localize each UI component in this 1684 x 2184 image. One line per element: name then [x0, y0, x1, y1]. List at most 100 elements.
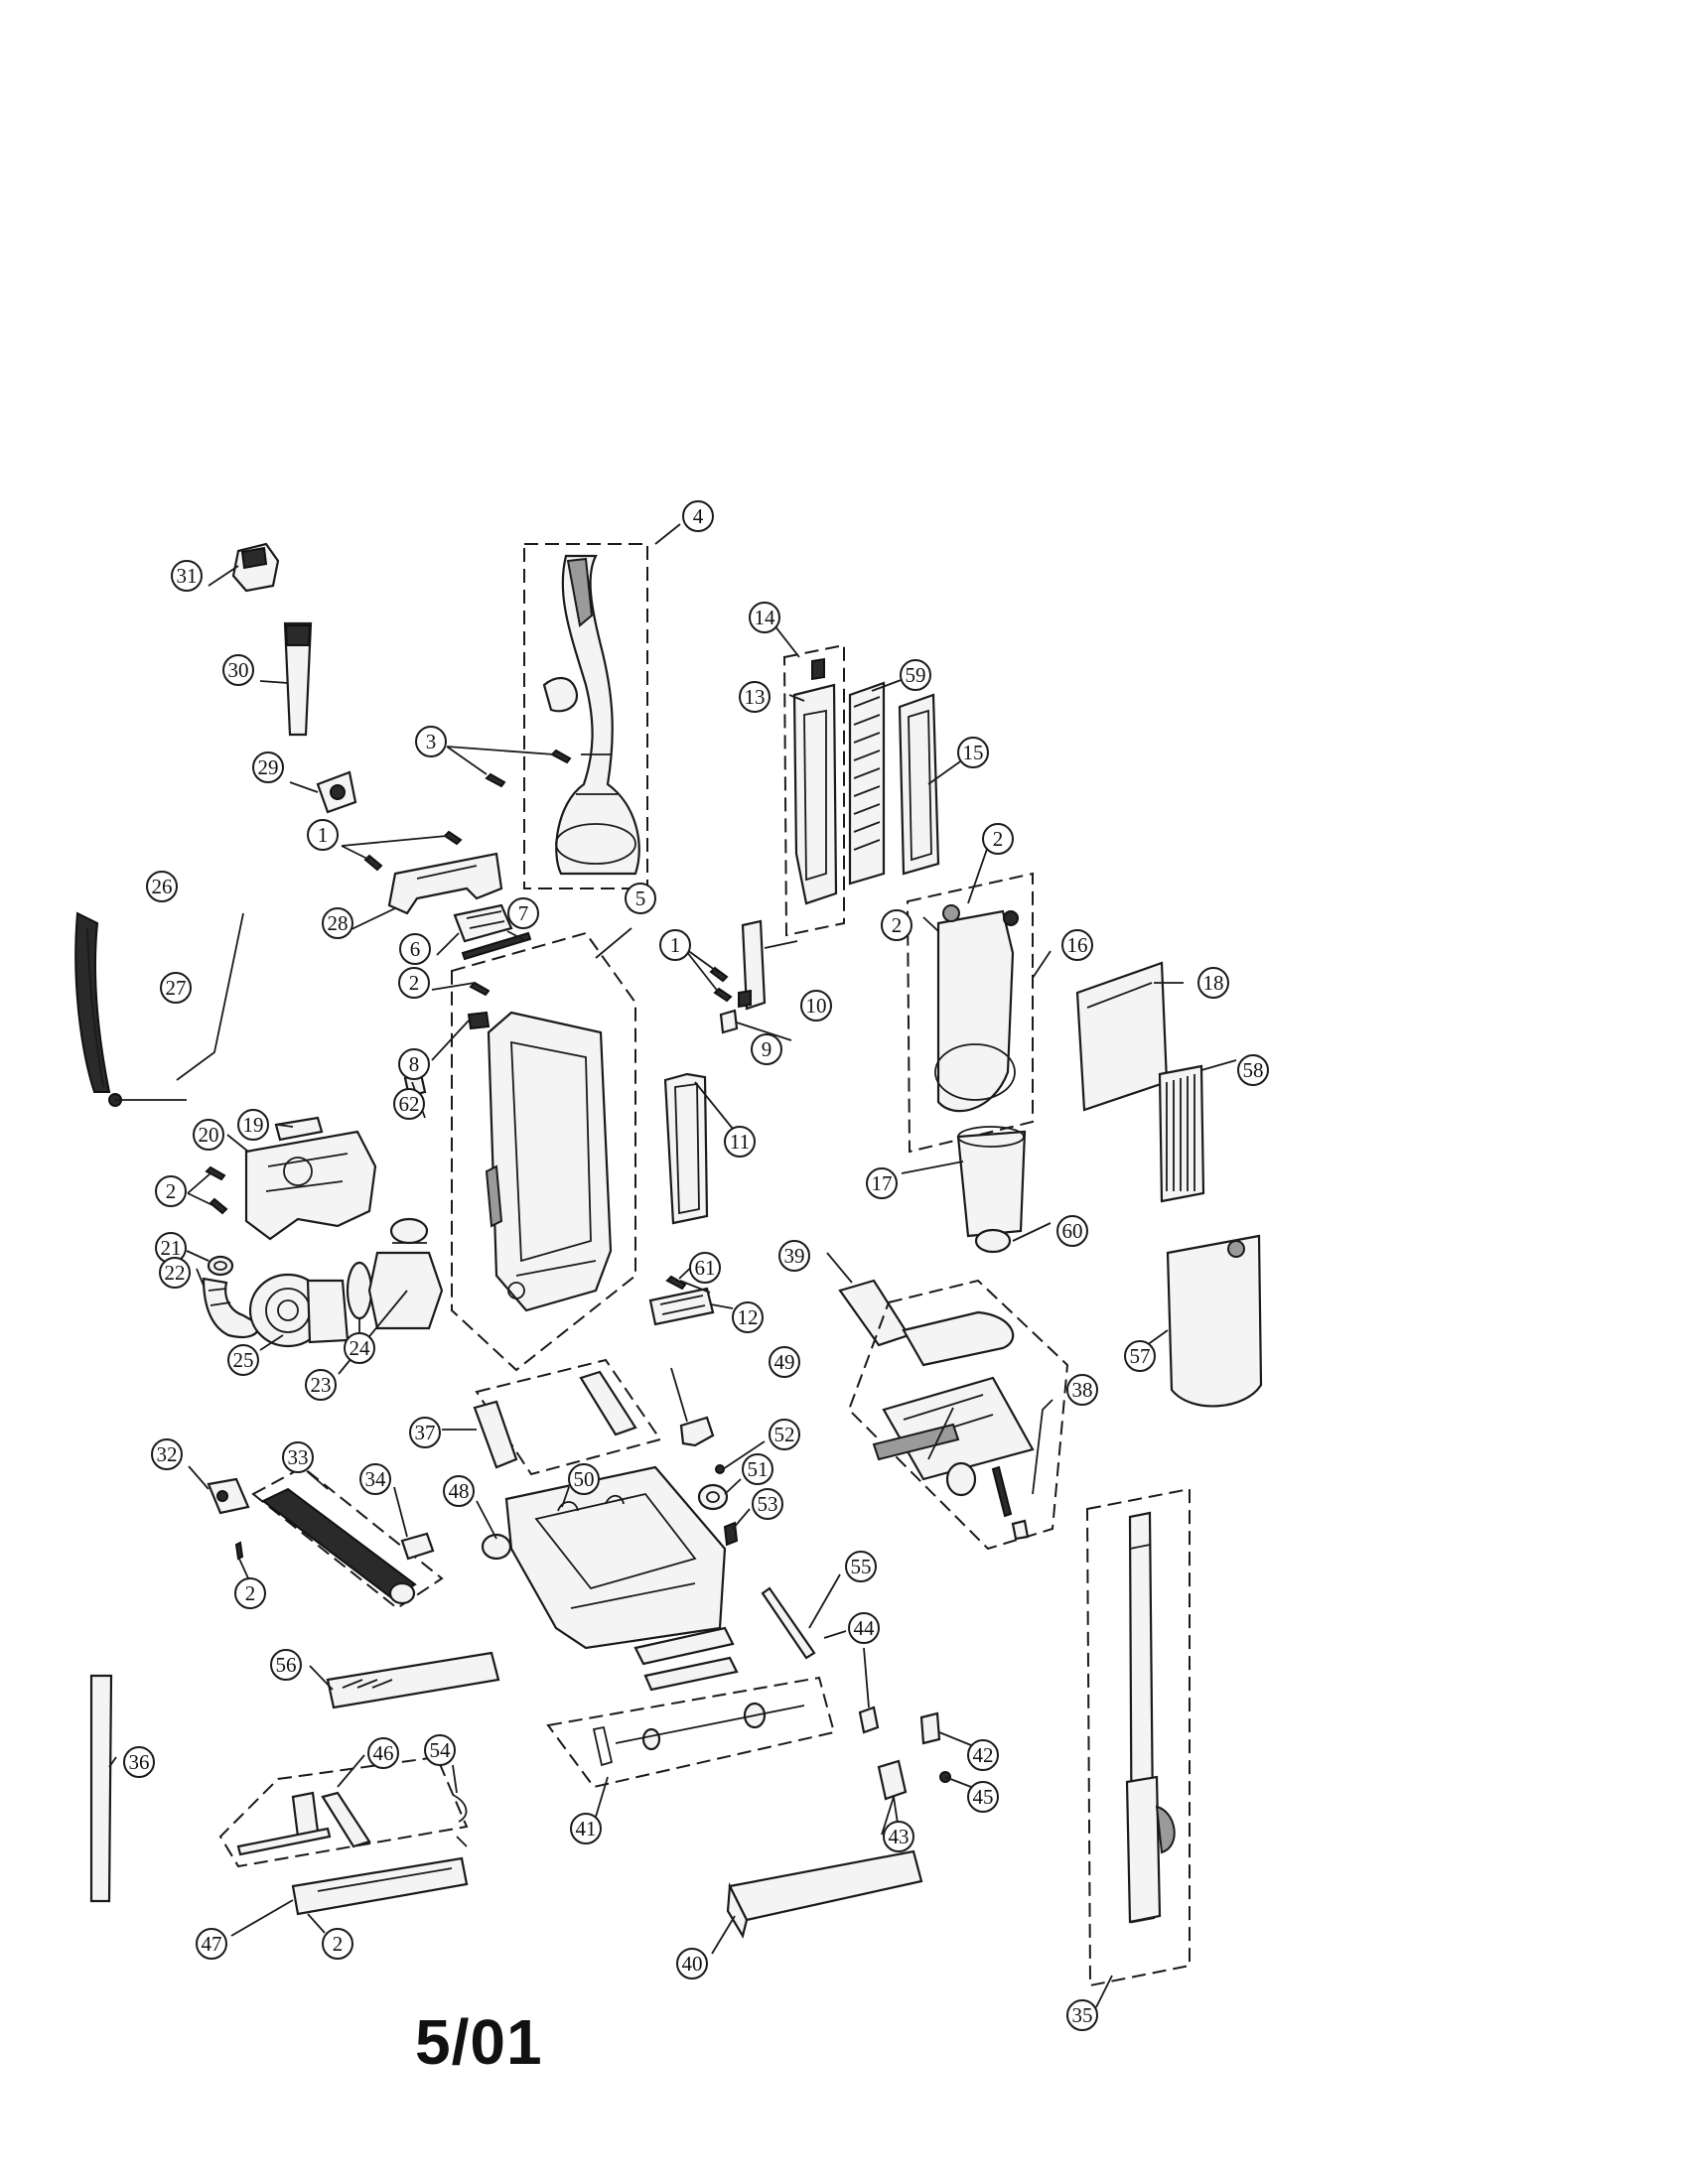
svg-text:24: 24: [350, 1336, 371, 1360]
part-38-nozzle-assembly: [847, 1279, 1069, 1551]
callout-51: 51: [742, 1453, 773, 1485]
svg-text:51: 51: [748, 1457, 769, 1481]
revision-date-code: 5/01: [415, 2006, 543, 2078]
part-33-hose: [251, 1465, 444, 1610]
svg-text:17: 17: [872, 1171, 893, 1195]
part-screws-1b: [709, 966, 733, 1003]
svg-text:45: 45: [973, 1785, 994, 1809]
part-19: [274, 1116, 324, 1142]
callout-26: 26: [146, 871, 178, 902]
callout-44: 44: [848, 1612, 880, 1644]
svg-text:12: 12: [738, 1305, 759, 1329]
svg-text:44: 44: [854, 1616, 876, 1640]
callout-28: 28: [322, 907, 353, 939]
part-56: [326, 1651, 500, 1709]
svg-text:35: 35: [1072, 2003, 1093, 2027]
callout-46: 46: [367, 1737, 399, 1769]
part-61: [665, 1275, 687, 1291]
callout-62: 62: [393, 1088, 425, 1120]
svg-text:9: 9: [762, 1037, 772, 1061]
svg-text:18: 18: [1203, 971, 1224, 995]
callout-19: 19: [237, 1109, 269, 1141]
svg-text:2: 2: [409, 971, 420, 995]
part-58: [1158, 1064, 1205, 1203]
svg-text:46: 46: [373, 1741, 394, 1765]
callout-16: 16: [1061, 929, 1093, 961]
callout-29: 29: [252, 751, 284, 783]
part-48-base: [481, 1465, 727, 1650]
callout-25: 25: [227, 1344, 259, 1376]
svg-text:11: 11: [730, 1130, 750, 1154]
svg-text:16: 16: [1067, 933, 1088, 957]
part-42: [919, 1711, 941, 1745]
svg-text:32: 32: [157, 1442, 178, 1466]
callout-36: 36: [123, 1746, 155, 1778]
svg-text:57: 57: [1130, 1344, 1151, 1368]
svg-text:19: 19: [243, 1113, 264, 1137]
svg-text:48: 48: [449, 1479, 470, 1503]
callout-9: 9: [751, 1033, 782, 1065]
callout-18: 18: [1197, 967, 1229, 999]
part-base-lower: [633, 1626, 739, 1692]
part-screws-3: [485, 749, 572, 788]
part-39: [838, 1279, 911, 1347]
callout-2-hose: 2: [234, 1577, 266, 1609]
callout-43: 43: [883, 1821, 914, 1852]
svg-text:37: 37: [415, 1421, 436, 1444]
part-9: [719, 1009, 739, 1034]
part-8: [467, 1011, 491, 1030]
part-30: [283, 621, 313, 737]
svg-text:52: 52: [774, 1423, 795, 1446]
callout-61: 61: [689, 1252, 721, 1284]
callout-17: 17: [866, 1167, 898, 1199]
callout-45: 45: [967, 1781, 999, 1813]
part-11: [663, 1072, 709, 1225]
svg-text:1: 1: [670, 933, 681, 957]
callout-31: 31: [171, 560, 203, 592]
callout-42: 42: [967, 1739, 999, 1771]
svg-text:5: 5: [635, 887, 646, 910]
callout-11: 11: [724, 1126, 756, 1158]
callout-20: 20: [193, 1119, 224, 1151]
svg-text:41: 41: [576, 1817, 597, 1841]
svg-text:28: 28: [328, 911, 349, 935]
leader-lines: [108, 523, 1237, 2008]
callout-53: 53: [752, 1488, 783, 1520]
part-screws-2-motor: [205, 1165, 228, 1215]
callout-12: 12: [732, 1301, 764, 1333]
callout-37: 37: [409, 1417, 441, 1448]
callout-33: 33: [282, 1441, 314, 1473]
part-10: [738, 919, 767, 1011]
svg-text:20: 20: [199, 1123, 219, 1147]
callout-56: 56: [270, 1649, 302, 1681]
svg-text:62: 62: [399, 1092, 420, 1116]
svg-text:49: 49: [774, 1350, 795, 1374]
callout-57: 57: [1124, 1340, 1156, 1372]
part-20: [244, 1130, 377, 1241]
callout-2-plate: 2: [322, 1928, 353, 1960]
part-51: [697, 1483, 729, 1511]
part-24: [346, 1261, 373, 1320]
callout-41: 41: [570, 1813, 602, 1844]
callout-54: 54: [424, 1734, 456, 1766]
part-35-wand-assembly: [1085, 1487, 1191, 1987]
part-26-cord: [74, 911, 111, 1093]
callout-60: 60: [1056, 1215, 1088, 1247]
part-23: [367, 1217, 444, 1330]
part-handle-assembly: [523, 543, 648, 889]
svg-text:61: 61: [695, 1256, 716, 1280]
part-6: [453, 903, 513, 943]
part-34: [400, 1532, 435, 1561]
callout-2-cup-side: 2: [881, 909, 912, 941]
part-32: [207, 1477, 250, 1515]
part-17: [956, 1126, 1027, 1238]
svg-text:22: 22: [165, 1261, 186, 1285]
part-28: [387, 852, 503, 915]
svg-text:25: 25: [233, 1348, 254, 1372]
svg-text:21: 21: [161, 1236, 182, 1260]
svg-text:33: 33: [288, 1445, 309, 1469]
part-screw-2-hose: [234, 1541, 244, 1561]
part-47: [291, 1856, 469, 1916]
svg-text:7: 7: [518, 901, 529, 925]
part-49: [679, 1416, 715, 1447]
